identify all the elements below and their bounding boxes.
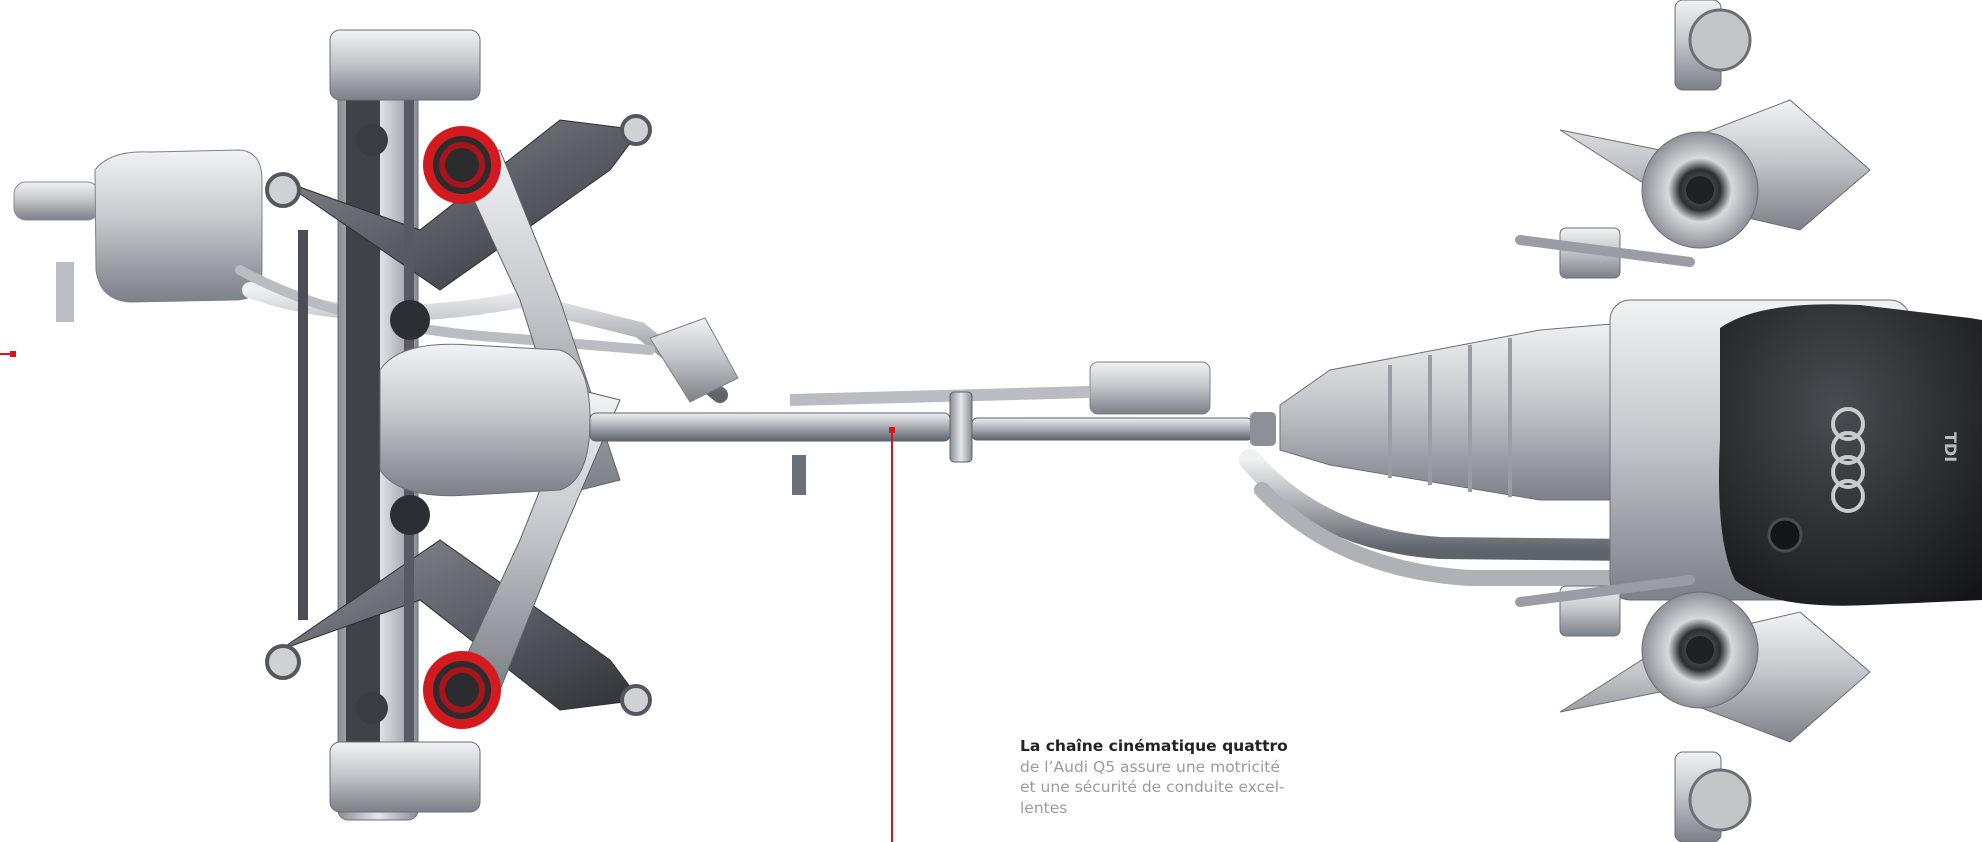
hub-center bbox=[1686, 636, 1714, 664]
front-axle bbox=[1515, 0, 1871, 842]
cv-joint bbox=[1250, 412, 1276, 446]
downpipe bbox=[1239, 449, 1651, 561]
propeller-shaft bbox=[589, 391, 1276, 463]
prop-shaft-center-bearing bbox=[949, 391, 973, 463]
exhaust-hanger bbox=[56, 262, 74, 322]
brake-caliper bbox=[356, 124, 388, 156]
rear-coil-spring-bottom bbox=[423, 651, 501, 729]
front-powertrain: TDI bbox=[1279, 227, 1982, 637]
cv-boot bbox=[390, 300, 430, 340]
front-tie-rod-bottom bbox=[1515, 575, 1695, 607]
bushing bbox=[265, 644, 301, 680]
rear-driveshaft-top bbox=[404, 90, 414, 420]
front-tie-rod-top bbox=[1515, 235, 1695, 267]
brake-disc bbox=[1688, 768, 1752, 832]
callout-lines bbox=[0, 351, 895, 842]
cv-boot bbox=[390, 495, 430, 535]
caption: La chaîne cinématique quattro de l’Audi … bbox=[1020, 736, 1320, 818]
bushing bbox=[620, 114, 652, 146]
rear-subframe-rail bbox=[346, 80, 380, 780]
prop-shaft-front-section bbox=[971, 417, 1253, 441]
exhaust-pipe-mid bbox=[789, 386, 1091, 406]
front-catalytic-converter bbox=[649, 317, 739, 403]
caption-line: lentes bbox=[1020, 798, 1068, 817]
callout-marker-left bbox=[10, 351, 16, 357]
rear-differential bbox=[379, 343, 591, 497]
rear-driveshaft-bottom bbox=[404, 420, 414, 750]
rear-axle bbox=[265, 29, 652, 821]
exhaust-hanger bbox=[792, 455, 806, 495]
rear-muffler bbox=[94, 149, 263, 303]
tdi-badge: TDI bbox=[1941, 432, 1960, 462]
hub-center bbox=[1686, 176, 1714, 204]
four-rings-logo-icon bbox=[1831, 407, 1865, 513]
caption-line: et une sécurité de conduite excel- bbox=[1020, 778, 1285, 796]
rear-wheel-hub-bottom bbox=[329, 741, 481, 813]
center-muffler bbox=[1089, 361, 1211, 415]
oil-filler-cap bbox=[1767, 517, 1803, 553]
prop-shaft-rear-section bbox=[589, 412, 951, 442]
brake-caliper bbox=[356, 692, 388, 724]
callout-marker-propshaft bbox=[889, 427, 895, 433]
caption-title: La chaîne cinématique quattro bbox=[1020, 737, 1288, 755]
rear-stabilizer-bar bbox=[298, 230, 308, 620]
bushing bbox=[620, 684, 652, 716]
tailpipe bbox=[13, 181, 100, 221]
rear-coil-spring-top bbox=[423, 126, 501, 204]
gearbox-ribs bbox=[1388, 338, 1512, 497]
brake-disc bbox=[1688, 8, 1752, 72]
bushing bbox=[265, 172, 301, 208]
caption-line: de l’Audi Q5 assure une motricité bbox=[1020, 757, 1280, 776]
downpipe-2 bbox=[1254, 482, 1648, 586]
rear-wheel-hub-top bbox=[329, 29, 481, 101]
